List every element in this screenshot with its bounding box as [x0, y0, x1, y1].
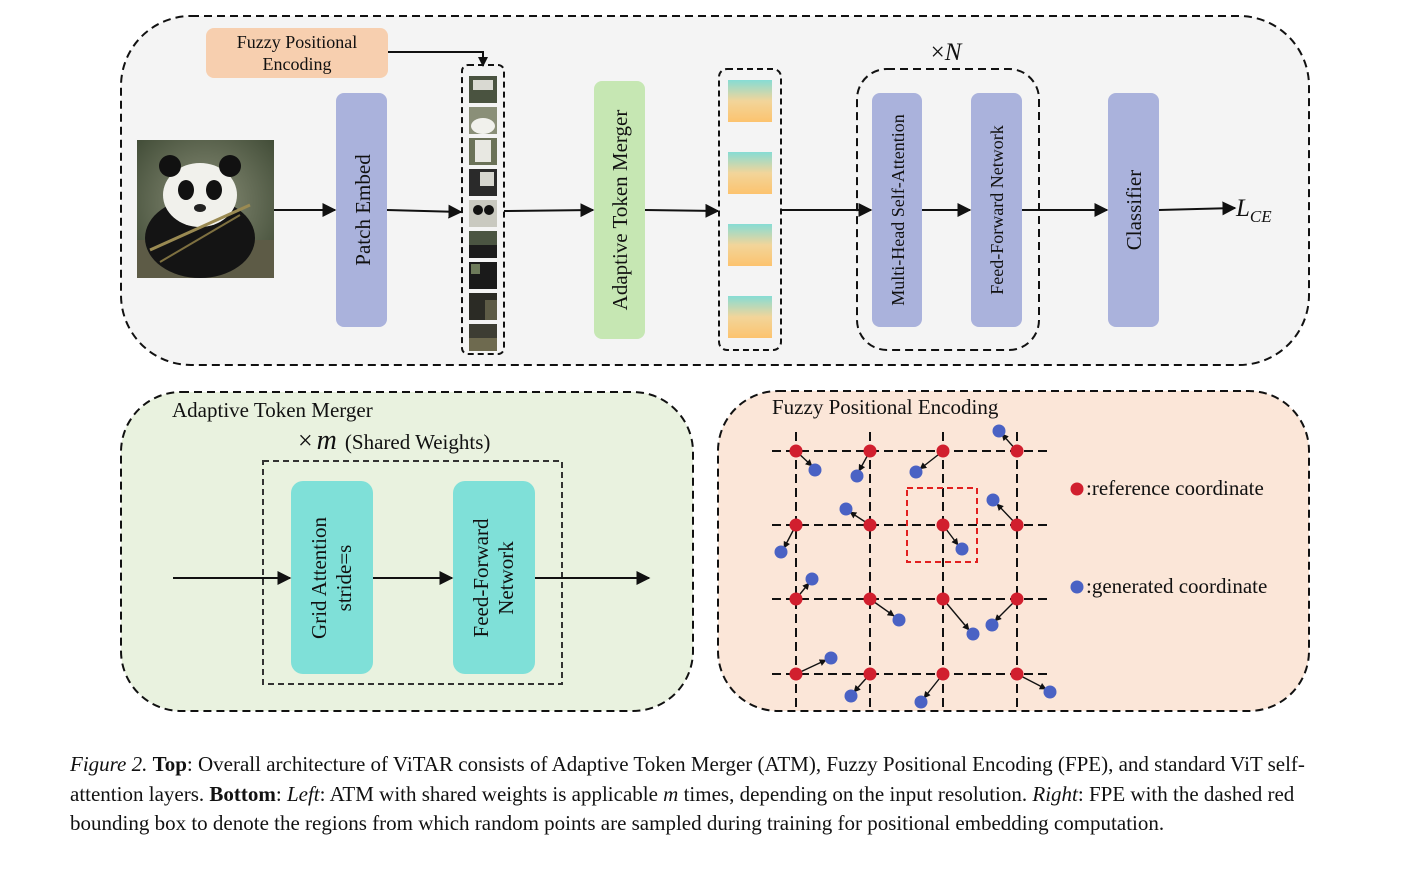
caption-left-text: : ATM with shared weights is applicable: [319, 781, 664, 806]
atm-label: Adaptive Token Merger: [608, 110, 632, 311]
legend-generated-dot: [1070, 580, 1084, 594]
legend-generated-label: :generated coordinate: [1086, 574, 1267, 598]
fpe-panel-title: Fuzzy Positional Encoding: [772, 395, 999, 419]
caption-bottom-sep: :: [275, 781, 287, 806]
loss-label: LCE: [1235, 195, 1272, 226]
fpe-block-label-line2: Encoding: [263, 54, 332, 74]
shared-weights-label: ×m(Shared Weights): [298, 425, 490, 456]
fpe-panel: [717, 390, 1310, 712]
classifier-label: Classifier: [1122, 170, 1146, 250]
top-flow-arrows: [274, 201, 1237, 219]
caption-right-label: Right: [1032, 781, 1078, 806]
grid-attention-label-line2: stride=s: [332, 545, 356, 612]
patch-strip: [469, 76, 497, 351]
coordinate-grid: [772, 432, 1050, 712]
legend-reference-label: :reference coordinate: [1086, 476, 1264, 500]
fpe-block: [206, 28, 388, 78]
generated-coordinate-points: [774, 424, 1057, 709]
caption-bottom-label: Bottom: [209, 781, 276, 806]
caption-left-text2: times, depending on the input resolution…: [678, 781, 1033, 806]
mhsa-label: Multi-Head Self-Attention: [888, 114, 908, 305]
ffn-label: Feed-Forward Network: [987, 125, 1007, 294]
fpe-block-label-line1: Fuzzy Positional: [237, 32, 358, 52]
caption-top-label: Top: [152, 752, 187, 776]
shared-weights-frame: [262, 460, 563, 685]
classifier-block: [1108, 93, 1159, 327]
figure-caption: Figure 2. Top: Overall architecture of V…: [70, 750, 1370, 839]
mhsa-block: [872, 93, 922, 327]
caption-m-var: m: [663, 781, 679, 806]
ffn-block: [971, 93, 1022, 327]
atm-panel-title: Adaptive Token Merger: [172, 398, 373, 422]
patch-embed-label: Patch Embed: [351, 154, 375, 266]
vitar-architecture-diagram: Fuzzy Positional Encoding Patch Embed Ad…: [120, 15, 1310, 712]
atm-ffn-label-line2: Network: [494, 541, 518, 615]
merged-tokens: [728, 80, 772, 338]
repeat-n-label: ×N: [931, 39, 963, 66]
legend-reference-dot: [1070, 482, 1084, 496]
atm-block: [594, 81, 645, 339]
atm-ffn-label-line1: Feed-Forward: [469, 518, 493, 637]
caption-right-text: : FPE with the dashed red bounding box t…: [70, 781, 1295, 836]
fpe-arrow: [388, 51, 488, 67]
caption-top-text: : Overall architecture of ViTAR consists…: [70, 752, 1305, 806]
panda-input-image: [137, 140, 274, 278]
caption-figure-label: Figure 2.: [70, 752, 148, 776]
atm-ffn-block: [453, 481, 535, 674]
grid-attention-label-line1: Grid Attention: [307, 517, 331, 639]
caption-left-label: Left: [286, 781, 320, 806]
sampling-region-box: [906, 487, 978, 563]
patch-embed-block: [336, 93, 387, 327]
reference-coordinate-points: [789, 444, 1024, 681]
grid-attention-block: [291, 481, 373, 674]
